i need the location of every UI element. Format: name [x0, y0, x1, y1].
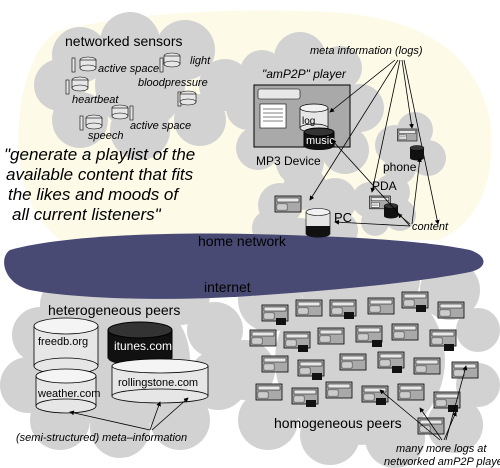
pda-label: PDA: [372, 179, 397, 193]
hetero-title: heterogeneous peers: [48, 302, 180, 318]
sensors-cloud: [34, 12, 251, 160]
quote-line-2: available content that fits: [6, 165, 194, 184]
homogeneous-title: homogeneous peers: [274, 415, 402, 431]
more-logs-line-1: many more logs at: [396, 443, 487, 455]
sensor-label-light: light: [190, 55, 211, 67]
internet-label: internet: [204, 279, 251, 295]
music-database: [303, 127, 335, 150]
phone-device-icon: [397, 128, 418, 142]
network-band: [4, 233, 484, 299]
rollingstone-label: rollingstone.com: [118, 377, 198, 389]
itunes-label: itunes.com: [114, 339, 172, 353]
sensor-icons: [65, 52, 197, 131]
sensor-label-active-space-2: active space: [130, 120, 191, 132]
sensor-label-speech: speech: [88, 130, 123, 142]
pc-database: [305, 208, 331, 238]
music-label: music: [306, 135, 335, 147]
player-top-bar: [257, 88, 301, 100]
log-label: log: [302, 116, 315, 127]
home-network-label: home network: [198, 233, 287, 249]
player-screen-lines: [263, 108, 283, 122]
player-title: "amP2P" player: [262, 67, 347, 81]
sensor-label-bloodpressure: bloodpressure: [138, 77, 208, 89]
meta-information-arrows: [69, 397, 189, 431]
pc-device-icon: [274, 195, 302, 213]
content-label: content: [412, 221, 449, 233]
log-arrows: [309, 59, 440, 225]
phone-label: phone: [383, 160, 417, 174]
phone-database: [409, 145, 425, 161]
freedb-label: freedb.org: [38, 336, 88, 348]
mp3-device-label: MP3 Device: [256, 154, 321, 168]
more-logs-line-2: networked amP2P playe: [384, 456, 500, 468]
meta-information-label: (semi-structured) meta–information: [16, 432, 187, 444]
pda-database: [383, 203, 399, 219]
sensor-label-active-space: active space: [98, 63, 159, 75]
weather-database: [35, 368, 97, 414]
quote-line-1: "generate a playlist of the: [4, 145, 195, 164]
sensors-title: networked sensors: [65, 33, 183, 49]
homogeneous-peer-databases: [276, 305, 458, 412]
meta-logs-label: meta information (logs): [310, 45, 423, 57]
content-arrows: [331, 139, 422, 227]
sensor-label-heartbeat: heartbeat: [72, 94, 119, 106]
more-logs-arrows: [379, 365, 468, 441]
quote-line-3: the likes and moods of: [8, 185, 180, 204]
weather-label: weather.com: [37, 388, 100, 400]
player-screen: [259, 103, 287, 129]
quote-line-4: all current listeners": [12, 205, 162, 224]
